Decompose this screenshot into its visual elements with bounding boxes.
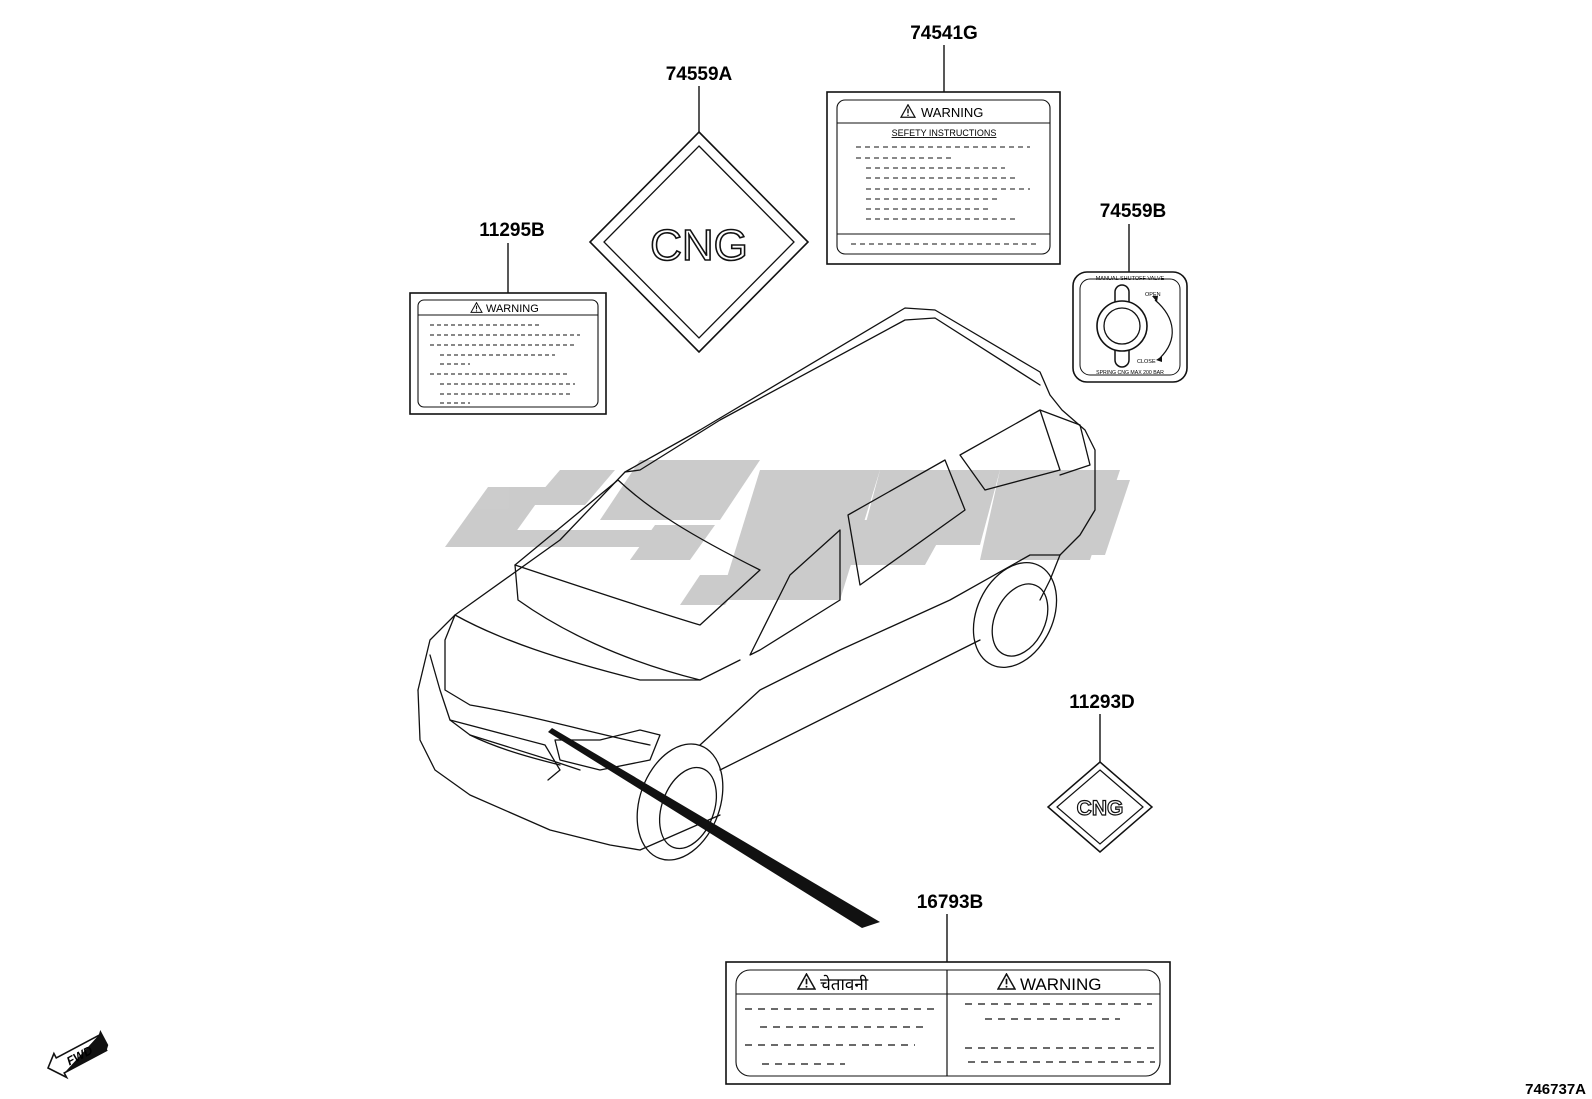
part-74559a: 74559A CNG [588, 64, 810, 354]
watermark [445, 460, 1130, 605]
warning-triangle-icon [997, 973, 1016, 990]
valve-top-text: MANUAL SHUTOFF VALVE [1096, 276, 1165, 282]
part-11295b: 11295B WARNING [409, 220, 607, 415]
part-number-74559b: 74559B [1100, 201, 1167, 222]
part-11293d: 11293D CNG [1046, 692, 1154, 853]
warning-heading-74541g: WARNING [921, 105, 983, 120]
hindi-warning-heading: चेतावनी [820, 974, 869, 994]
part-number-16793b: 16793B [917, 892, 984, 913]
leader-arrow-16793b [548, 728, 880, 928]
valve-close-text: CLOSE [1137, 359, 1156, 365]
part-number-74541g: 74541G [910, 23, 978, 44]
part-74541g: 74541G WARNING SEFETY INSTRUCTIONS [826, 23, 1061, 265]
warning-triangle-icon [797, 973, 816, 990]
valve-bottom-text: SPRING CNG MAX 200 BAR [1096, 370, 1164, 376]
english-warning-heading: WARNING [1020, 975, 1102, 994]
safety-subheading: SEFETY INSTRUCTIONS [892, 128, 997, 138]
diagram-id: 746737A [1525, 1081, 1586, 1098]
cng-text-large: CNG [650, 221, 748, 270]
warning-heading-11295b: WARNING [486, 303, 539, 315]
fwd-arrow-icon: FWD [46, 1030, 109, 1080]
cng-text-small: CNG [1077, 797, 1124, 820]
part-16793b: 16793B चेतावनी WARNING [725, 892, 1171, 1085]
part-number-11295b: 11295B [479, 220, 545, 241]
warning-triangle-icon [900, 104, 916, 118]
part-number-74559a: 74559A [666, 64, 733, 85]
part-number-11293d: 11293D [1069, 692, 1135, 713]
rotate-arrow-icon [1154, 299, 1173, 359]
valve-open-text: OPEN [1145, 292, 1161, 298]
part-74559b: 74559B MANUAL SHUTOFF VALVE OPEN CLOSE S… [1072, 201, 1188, 383]
warning-triangle-icon [470, 302, 483, 313]
